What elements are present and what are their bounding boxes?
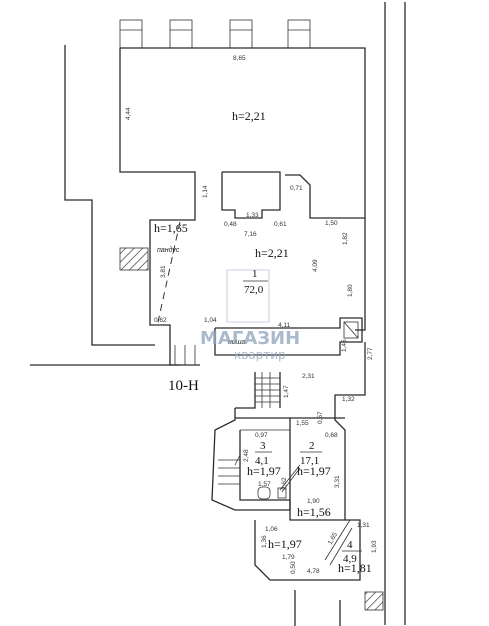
dim-411: 4,11 [278,322,291,329]
dim-133: 1,33 [246,212,259,219]
dim-381: 3,81 [160,265,167,278]
dim-147: 1,47 [283,385,290,398]
dim-145: 1,45 [341,339,348,352]
room-4-area: 4,9 [343,553,357,565]
watermark: МАГАЗИН квартир [200,269,300,362]
dim-left-wall: 4,44 [125,107,132,120]
dim-136: 1,36 [261,535,268,548]
dim-114: 1,14 [202,185,209,198]
room-1-area: 72,0 [244,284,264,296]
room-4-height: h=1,81 [338,561,372,575]
room-2-height: h=1,97 [297,464,331,478]
room-1-number: 1 [252,268,258,280]
dim-180: 1,80 [347,284,354,297]
dim-132: 1,32 [342,396,355,403]
stairs [174,345,280,408]
dim-262: 2,62 [281,477,288,490]
ramp-label: пандус [157,246,180,254]
dim-165: 1,65 [327,531,340,546]
dim-231: 2,31 [302,373,315,380]
dim-068: 0,68 [325,432,338,439]
dim-071: 0,71 [290,185,303,192]
dim-182: 1,82 [342,232,349,245]
dim-150: 1,50 [325,220,338,227]
hatched-column-bottom [364,591,384,611]
room-3-area: 4,1 [255,455,269,467]
corridor-height: h=1,56 [297,505,331,519]
dim-277: 2,77 [367,347,374,360]
dim-716: 7,16 [244,231,257,238]
ramp-line [157,221,181,323]
apartment-label: 10-Н [168,378,199,394]
niche-label: ниша [228,339,246,346]
watermark-sub: квартир [234,348,286,362]
dim-190: 1,90 [307,498,320,505]
dim-104: 1,04 [204,317,217,324]
top-windows [119,19,311,49]
dim-179: 1,79 [282,554,295,561]
dim-050: 0,50 [290,561,297,574]
lower-rooms-walls [211,408,361,581]
room-3-height: h=1,97 [247,464,281,478]
hatched-column [119,247,149,271]
room-2-area: 17,1 [300,455,319,467]
dim-155: 1,55 [296,420,309,427]
room-4-number: 4 [347,539,353,551]
dim-048: 0,48 [224,221,237,228]
dim-067: 0,67 [317,411,324,424]
watermark-brand: МАГАЗИН [200,328,300,349]
dim-top-width: 8,65 [233,55,246,62]
dim-062: 0,62 [154,317,167,324]
watermark-box [226,269,270,323]
dim-331: 3,31 [334,475,341,488]
dim-106: 1,06 [265,526,278,533]
lower-left-height: h=1,97 [268,537,302,551]
dim-061: 0,61 [274,221,287,228]
dim-131: 1,31 [357,522,370,529]
room-3-number: 3 [260,440,266,452]
dim-409: 4,09 [312,259,319,272]
dim-097: 0,97 [255,432,268,439]
room-1-height: h=2,21 [255,246,289,260]
ramp-zone-height: h=1,65 [154,221,188,235]
top-hall-height: h=2,21 [232,109,266,123]
dim-248: 2,48 [243,449,250,462]
dim-478: 4,78 [307,568,320,575]
room-2-number: 2 [309,440,315,452]
dim-193: 1,93 [371,540,378,553]
building-outline [30,2,406,626]
dim-157: 1,57 [258,481,271,488]
left-steps [218,459,240,485]
